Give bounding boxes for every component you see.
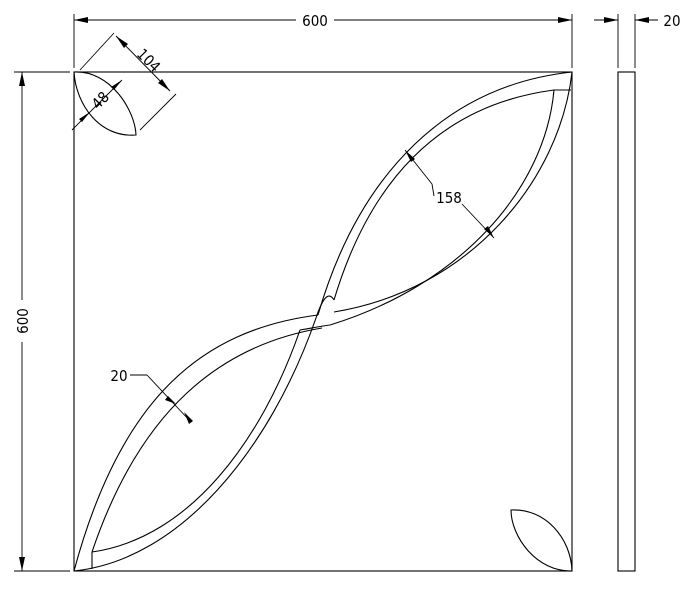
s-band-ornament [73, 71, 573, 572]
dimension-overall-width: 600 [73, 12, 573, 68]
thickness-label: 20 [663, 12, 680, 30]
dimension-overall-height: 600 [14, 71, 70, 572]
dimension-lens-gap: 158 [404, 149, 495, 239]
band-width-label: 20 [110, 367, 127, 385]
dimension-small-lens-length: 104 [79, 32, 177, 131]
small-lens-bottom-right [510, 509, 573, 572]
overall-height-label: 600 [14, 308, 32, 334]
small-lens-length-label: 104 [133, 45, 164, 76]
side-view-plate [617, 71, 636, 572]
dimension-thickness: 20 [594, 12, 681, 68]
panel-outline [73, 71, 573, 572]
small-lens-width-label: 48 [88, 88, 113, 113]
dimension-band-width: 20 [110, 367, 193, 424]
small-lens-top-left [73, 71, 137, 136]
overall-width-label: 600 [302, 12, 328, 30]
lens-gap-label: 158 [436, 189, 462, 207]
